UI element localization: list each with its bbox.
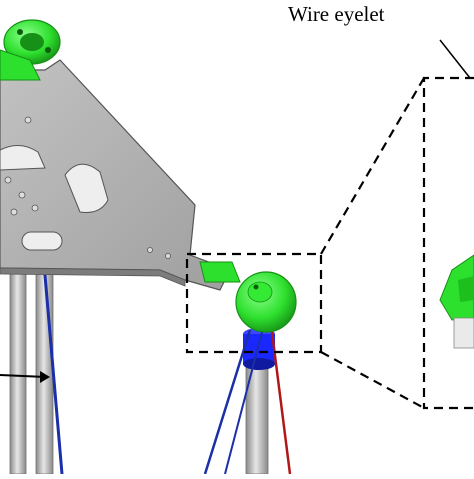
eyelet-main: [235, 271, 297, 333]
eyelet-top-left: [0, 19, 61, 81]
triangular-plate: [0, 59, 231, 291]
rod-left-a: [9, 239, 27, 475]
eyelet-bracket: [199, 261, 241, 283]
zoom-detail-box: [422, 76, 474, 410]
zoom-line-bottom: [320, 351, 425, 409]
plate-slot-2: [21, 231, 63, 251]
zoom-line-top: [320, 77, 425, 255]
arrow-icon: [0, 371, 50, 383]
zoom-source-box: [185, 252, 323, 354]
wire-eyelet-label: Wire eyelet: [288, 2, 385, 26]
plate-holes: [4, 116, 171, 259]
wire-blue-right: [203, 329, 252, 475]
wire-blue-right-2: [224, 331, 263, 475]
rod-right: [245, 357, 269, 475]
plate-body: [0, 59, 231, 291]
plate-slot-1: [64, 163, 109, 213]
plate-slot-3: [0, 145, 46, 171]
label-pointer: [439, 39, 471, 79]
plate-edge: [0, 267, 186, 287]
wire-red: [270, 331, 292, 475]
zoomed-eyelet: [439, 254, 474, 349]
left-rods: [9, 239, 54, 475]
